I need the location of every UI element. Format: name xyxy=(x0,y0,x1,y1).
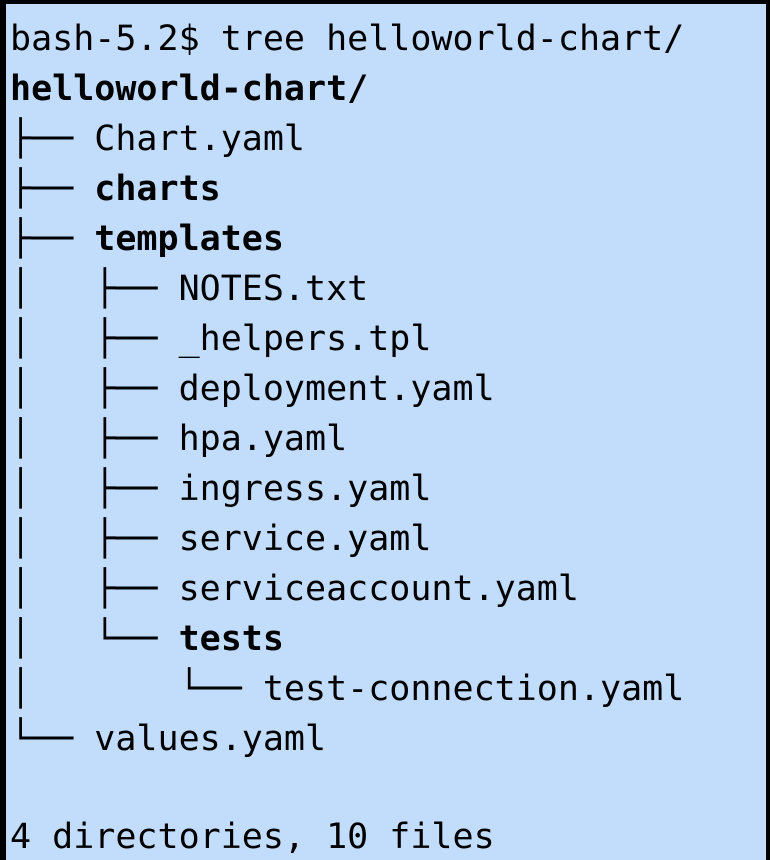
tree-dir-charts: ├── charts xyxy=(10,169,221,209)
tree-file-service: │ ├── service.yaml xyxy=(10,519,432,559)
tree-file-ingress: │ ├── ingress.yaml xyxy=(10,469,432,509)
command-line: bash-5.2$ tree helloworld-chart/ xyxy=(10,19,685,59)
tree-root-dir: helloworld-chart/ xyxy=(10,69,369,109)
tree-file-notes: │ ├── NOTES.txt xyxy=(10,269,369,309)
tree-file-deployment: │ ├── deployment.yaml xyxy=(10,369,495,409)
tree-dir-templates: ├── templates xyxy=(10,219,284,259)
tree-dir-tests: │ └── tests xyxy=(10,619,284,659)
tree-file-values: └── values.yaml xyxy=(10,719,327,759)
tree-file-helpers: │ ├── _helpers.tpl xyxy=(10,319,432,359)
tree-file-serviceaccount: │ ├── serviceaccount.yaml xyxy=(10,569,579,609)
tree-file-test-connection: │ └── test-connection.yaml xyxy=(10,669,685,709)
tree-file-chart-yaml: ├── Chart.yaml xyxy=(10,119,306,159)
tree-file-hpa: │ ├── hpa.yaml xyxy=(10,419,348,459)
tree-summary: 4 directories, 10 files xyxy=(10,817,495,857)
